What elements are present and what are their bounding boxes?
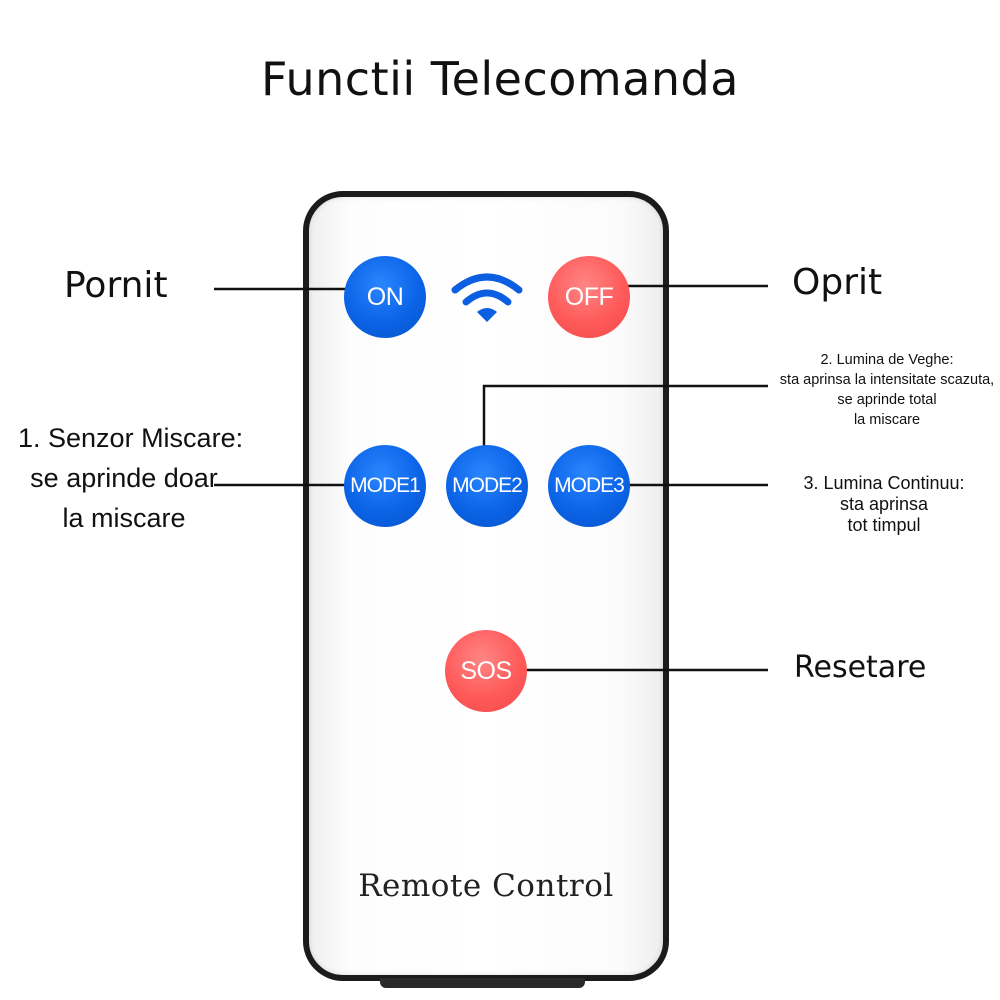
off-button[interactable]: OFF xyxy=(548,256,630,338)
wifi-icon xyxy=(451,273,523,322)
mode3-button-label: MODE3 xyxy=(554,474,625,497)
page-title: Functii Telecomanda xyxy=(261,52,739,106)
annotation-mode3: 3. Lumina Continuu: sta aprinsa tot timp… xyxy=(770,473,998,536)
annotation-mode2-line1: 2. Lumina de Veghe: xyxy=(820,352,954,368)
remote-bottom-edge xyxy=(380,978,585,988)
annotation-sos: Resetare xyxy=(794,650,927,685)
sos-button-label: SOS xyxy=(460,656,512,685)
on-button-label: ON xyxy=(366,282,404,311)
annotation-off: Oprit xyxy=(792,262,883,303)
annotation-mode3-line1: 3. Lumina Continuu: xyxy=(803,473,965,493)
mode1-button-label: MODE1 xyxy=(350,474,421,497)
annotation-mode2: 2. Lumina de Veghe: sta aprinsa la inten… xyxy=(776,350,998,430)
annotation-mode1: 1. Senzor Miscare: se aprinde doar la mi… xyxy=(18,418,244,538)
mode2-button-label: MODE2 xyxy=(452,474,523,497)
annotation-mode3-line2: sta aprinsa xyxy=(839,494,929,514)
annotation-mode2-line4: la miscare xyxy=(853,412,921,428)
on-button[interactable]: ON xyxy=(344,256,426,338)
mode1-button[interactable]: MODE1 xyxy=(344,445,426,527)
annotation-mode2-line3: se aprinde total xyxy=(837,392,937,408)
mode3-button[interactable]: MODE3 xyxy=(548,445,630,527)
annotation-mode1-line3: la miscare xyxy=(62,503,186,533)
off-button-label: OFF xyxy=(564,282,614,311)
annotation-mode3-line3: tot timpul xyxy=(847,515,921,535)
mode2-button[interactable]: MODE2 xyxy=(446,445,528,527)
annotation-on: Pornit xyxy=(64,265,168,306)
annotation-mode2-line2: sta aprinsa la intensitate scazuta, xyxy=(779,372,995,388)
sos-button[interactable]: SOS xyxy=(445,630,527,712)
annotation-mode1-line2: se aprinde doar xyxy=(30,463,218,493)
annotation-mode1-line1: 1. Senzor Miscare: xyxy=(18,423,244,453)
remote-footer-text: Remote Control xyxy=(358,868,614,904)
